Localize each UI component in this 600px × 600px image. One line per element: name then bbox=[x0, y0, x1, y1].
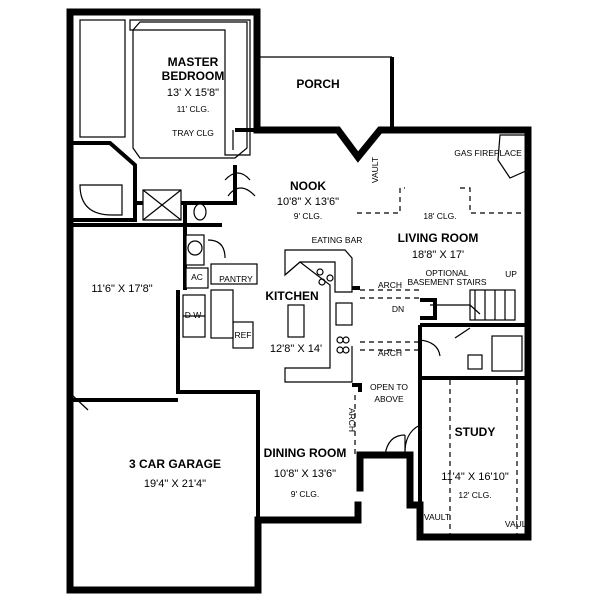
kitchen-island bbox=[287, 304, 305, 338]
master-bedroom-name-2: BEDROOM bbox=[162, 69, 225, 83]
ac-label: AC bbox=[191, 272, 203, 282]
dw-label: D W bbox=[185, 310, 202, 320]
mudroom-counter bbox=[210, 289, 234, 339]
kitchen-name: KITCHEN bbox=[265, 289, 318, 303]
dining-room-ceiling: 9' CLG. bbox=[291, 489, 320, 499]
basement-stairs bbox=[469, 289, 516, 321]
vault-label-study-right: VAULT bbox=[505, 519, 531, 529]
study-name: STUDY bbox=[455, 425, 496, 439]
optional-stairs-label-2: BASEMENT STAIRS bbox=[407, 277, 486, 287]
study-dims: 11'4" X 16'10" bbox=[441, 471, 509, 483]
living-room-name: LIVING ROOM bbox=[398, 231, 479, 245]
living-room-ceiling: 18' CLG. bbox=[423, 211, 456, 221]
dining-room-dims: 10'8" X 13'6" bbox=[274, 468, 336, 480]
gas-fireplace-label: GAS FIREPLACE bbox=[454, 148, 522, 158]
garage-side-door bbox=[71, 394, 89, 411]
open-to-above-1: OPEN TO bbox=[370, 382, 408, 392]
nook-name: NOOK bbox=[290, 179, 326, 193]
garage-dims: 19'4" X 21'4" bbox=[144, 478, 206, 490]
dining-room-name: DINING ROOM bbox=[264, 446, 347, 460]
toilet bbox=[193, 203, 207, 221]
utility-dims: 11'6" X 17'8" bbox=[91, 283, 152, 295]
ac-unit bbox=[185, 267, 209, 289]
garage-name: 3 CAR GARAGE bbox=[129, 457, 221, 471]
study-dining-walls bbox=[256, 376, 528, 535]
kitchen-counter bbox=[284, 261, 353, 383]
open-to-above-2: ABOVE bbox=[374, 394, 404, 404]
vault-label-living: VAULT bbox=[370, 157, 380, 183]
porch-name: PORCH bbox=[296, 77, 339, 91]
half-bath-toilet bbox=[467, 354, 483, 370]
arch-label-dining: ARCH bbox=[347, 408, 357, 432]
optional-stairs-label-1: OPTIONAL bbox=[426, 268, 469, 278]
master-bedroom-note: TRAY CLG bbox=[172, 128, 214, 138]
pantry bbox=[210, 263, 258, 285]
living-room-dims: 18'8" X 17' bbox=[412, 249, 464, 261]
living-fixtures bbox=[337, 129, 529, 455]
nook-dims: 10'8" X 13'6" bbox=[277, 196, 339, 208]
nook-ceiling: 9' CLG. bbox=[294, 211, 323, 221]
stairs-up-label: UP bbox=[505, 269, 517, 279]
arch-label-top: ARCH bbox=[378, 280, 402, 290]
gas-fireplace bbox=[497, 134, 529, 179]
pantry-label: PANTRY bbox=[219, 274, 253, 284]
room-labels: MASTER BEDROOM 13' X 15'8" 11' CLG. TRAY… bbox=[91, 55, 531, 529]
eating-bar-label: EATING BAR bbox=[312, 235, 363, 245]
ref-label: REF bbox=[235, 330, 252, 340]
master-bedroom-name-1: MASTER bbox=[168, 55, 219, 69]
arch-label-bottom: ARCH bbox=[378, 348, 402, 358]
kitchen-fixtures bbox=[284, 249, 362, 392]
master-bedroom-dims: 13' X 15'8" bbox=[167, 87, 219, 99]
master-suite-walls bbox=[72, 19, 257, 227]
vault-label-study-left: VAULT bbox=[424, 512, 450, 522]
study-ceiling: 12' CLG. bbox=[458, 490, 491, 500]
stairs-down-label: DN bbox=[392, 304, 404, 314]
kitchen-dims: 12'8" X 14' bbox=[270, 343, 322, 355]
garage-walls bbox=[71, 187, 260, 430]
bathtub bbox=[79, 184, 123, 216]
master-bedroom-ceiling: 11' CLG. bbox=[177, 104, 210, 114]
master-closet bbox=[79, 19, 126, 138]
closet-under-stairs bbox=[491, 335, 523, 372]
